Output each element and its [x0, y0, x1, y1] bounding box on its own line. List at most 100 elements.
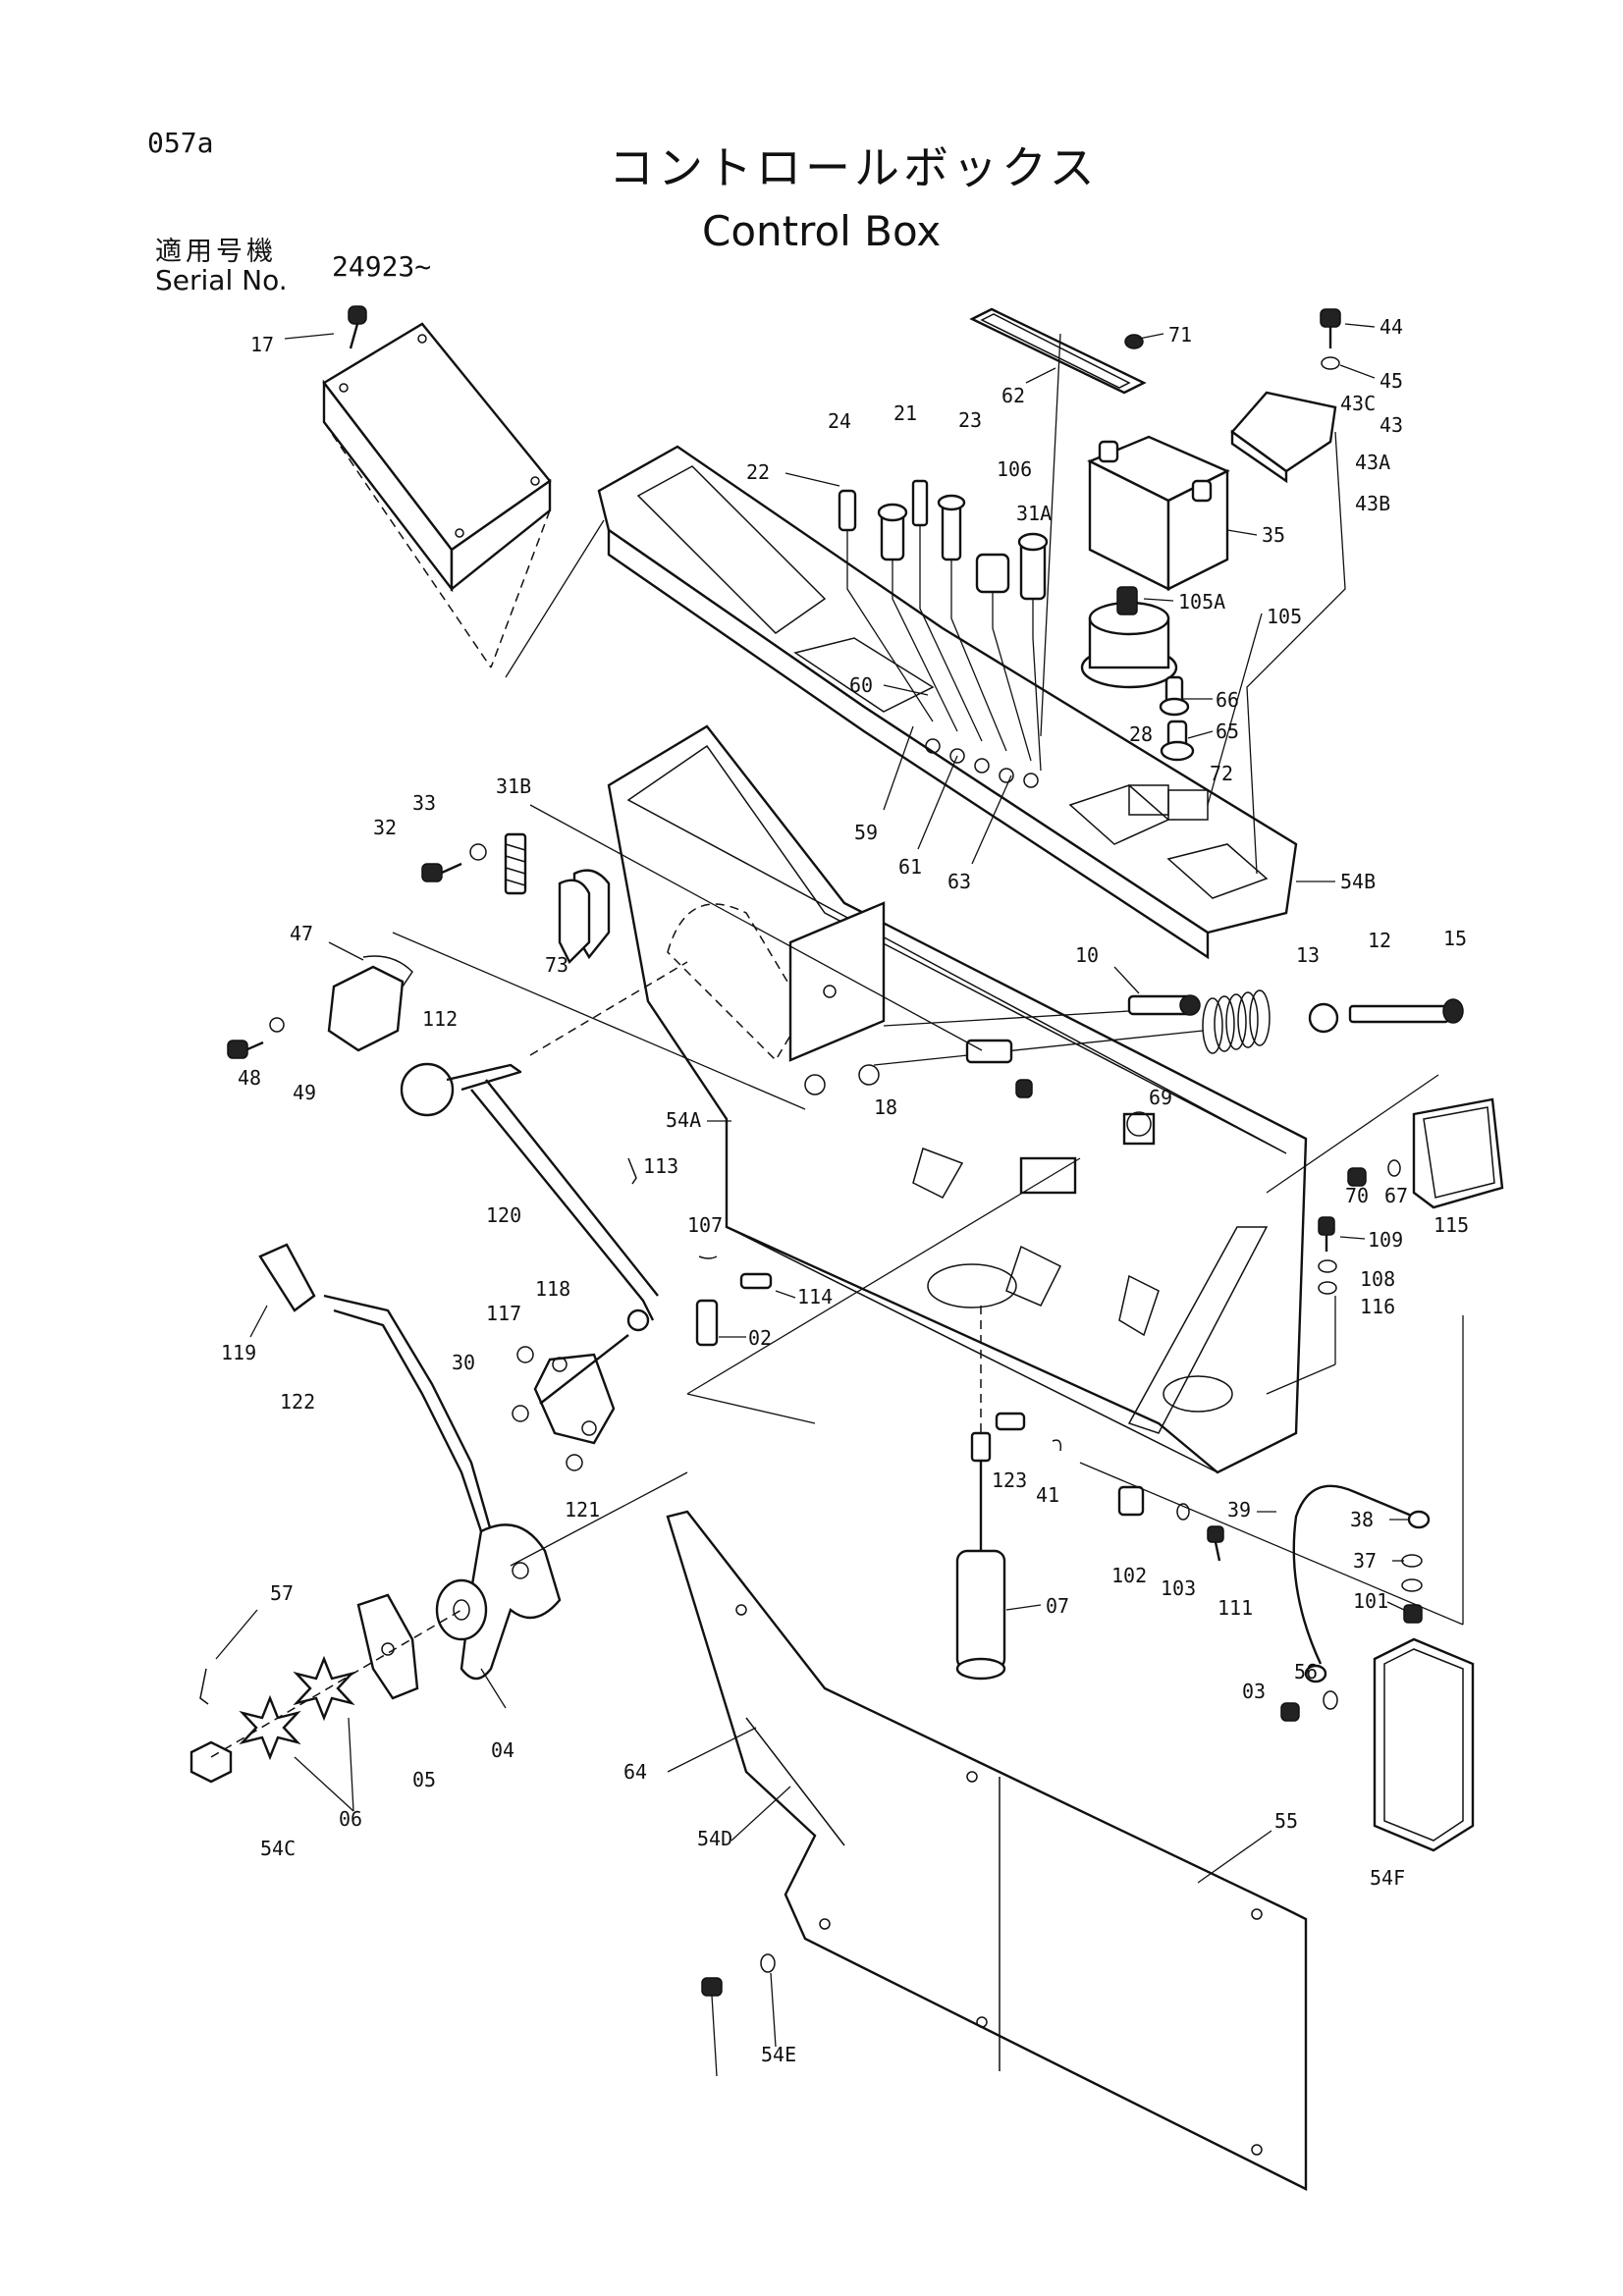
part-label: 13 — [1296, 943, 1320, 967]
part-label: 43A — [1355, 451, 1390, 474]
part-label: 37 — [1353, 1549, 1377, 1573]
title-japanese: コントロールボックス — [609, 141, 1099, 194]
connection-lines — [392, 333, 1464, 1626]
part-label: 65 — [1216, 720, 1239, 743]
part-label: 23 — [958, 408, 982, 432]
relay-box-part — [1087, 435, 1230, 591]
part-label: 105 — [1267, 605, 1302, 628]
part-label: 44 — [1380, 315, 1403, 339]
part-label: 05 — [412, 1768, 436, 1791]
right-cover-part — [1230, 308, 1346, 875]
part-label: 32 — [373, 816, 397, 839]
part-label: 120 — [486, 1203, 521, 1227]
part-label: 41 — [1036, 1483, 1059, 1507]
part-label: 111 — [1217, 1596, 1253, 1620]
switch-parts — [838, 479, 1049, 772]
part-label: 56 — [1294, 1660, 1318, 1683]
serial-label-english: Serial No. — [155, 264, 288, 296]
part-label: 70 — [1345, 1184, 1369, 1207]
part-label: 33 — [412, 791, 436, 815]
part-label: 72 — [1210, 762, 1233, 785]
part-label: 54D — [697, 1827, 732, 1850]
part-label: 24 — [828, 409, 851, 433]
title-english: Control Box — [702, 207, 942, 255]
part-label: 109 — [1368, 1228, 1403, 1252]
part-label: 02 — [748, 1326, 772, 1350]
part-label: 59 — [854, 821, 878, 844]
part-labels: 17 71 44 62 45 43C 43 21 23 24 22 106 43… — [215, 315, 1469, 2077]
control-lever-part — [258, 1243, 562, 1681]
part-label: 101 — [1353, 1589, 1388, 1613]
part-label: 35 — [1262, 523, 1285, 547]
part-label: 30 — [452, 1351, 475, 1374]
part-label: 04 — [491, 1738, 514, 1762]
part-label: 62 — [1001, 384, 1025, 407]
cover-box-part — [322, 305, 552, 668]
serial-label-japanese: 適用号機 — [155, 237, 277, 267]
part-label: 64 — [623, 1760, 647, 1784]
part-label: 66 — [1216, 688, 1239, 712]
part-label: 103 — [1161, 1576, 1196, 1600]
part-label: 15 — [1443, 927, 1467, 950]
part-label: 63 — [947, 870, 971, 893]
part-label: 18 — [874, 1095, 897, 1119]
part-label: 54A — [666, 1108, 701, 1132]
part-label: 54E — [761, 2043, 796, 2066]
part-label: 54C — [260, 1837, 296, 1860]
clamp-parts — [421, 832, 611, 965]
part-label: 123 — [992, 1468, 1027, 1492]
part-label: 49 — [293, 1081, 316, 1104]
page-id: 057a — [147, 127, 214, 159]
part-label: 112 — [422, 1007, 458, 1031]
small-cover-part — [227, 955, 413, 1059]
part-label: 121 — [565, 1498, 600, 1522]
part-label: 106 — [997, 457, 1032, 481]
part-label: 55 — [1274, 1809, 1298, 1833]
part-label: 119 — [221, 1341, 256, 1364]
part-label: 71 — [1168, 323, 1192, 347]
part-label: 28 — [1129, 722, 1153, 746]
part-label: 116 — [1360, 1295, 1395, 1318]
part-label: 31A — [1016, 502, 1052, 525]
part-label: 22 — [746, 460, 770, 484]
part-label: 108 — [1360, 1267, 1395, 1291]
part-label: 102 — [1111, 1564, 1147, 1587]
ratchet-parts — [189, 1578, 488, 1784]
top-plate-part — [969, 307, 1147, 395]
part-label: 60 — [849, 673, 873, 697]
part-label: 114 — [797, 1285, 833, 1308]
part-label: 57 — [270, 1581, 294, 1605]
part-label: 48 — [238, 1066, 261, 1090]
part-label: 21 — [893, 401, 917, 425]
part-label: 54B — [1340, 870, 1376, 893]
console-top-panel-part — [597, 445, 1298, 960]
serial-value: 24923~ — [332, 250, 432, 283]
part-label: 43 — [1380, 413, 1403, 437]
part-label: 47 — [290, 922, 313, 945]
bolt-spring-parts — [804, 989, 1464, 1137]
part-label: 12 — [1368, 929, 1391, 952]
part-label: 67 — [1384, 1184, 1408, 1207]
key-switch-part — [1080, 586, 1178, 689]
part-label: 122 — [280, 1390, 315, 1414]
part-label: 43C — [1340, 392, 1376, 415]
part-label: 17 — [250, 333, 274, 356]
part-label: 73 — [545, 953, 568, 977]
part-label: 69 — [1149, 1086, 1172, 1109]
ground-cable-part — [1292, 1484, 1431, 1683]
part-label: 45 — [1380, 369, 1403, 393]
main-housing-part — [607, 724, 1308, 1474]
front-cover-part — [1280, 1637, 1475, 1852]
part-label: 61 — [898, 855, 922, 879]
part-label: 117 — [486, 1302, 521, 1325]
part-label: 03 — [1242, 1680, 1266, 1703]
part-label: 43B — [1355, 492, 1390, 515]
part-label: 31B — [496, 774, 531, 798]
part-label: 07 — [1046, 1594, 1069, 1618]
part-label: 38 — [1350, 1508, 1374, 1531]
part-label: 107 — [687, 1213, 723, 1237]
lower-side-panel-part — [666, 1510, 1308, 2191]
side-cover-part — [1318, 1097, 1504, 1295]
linkage-plate-part — [512, 1157, 773, 1471]
